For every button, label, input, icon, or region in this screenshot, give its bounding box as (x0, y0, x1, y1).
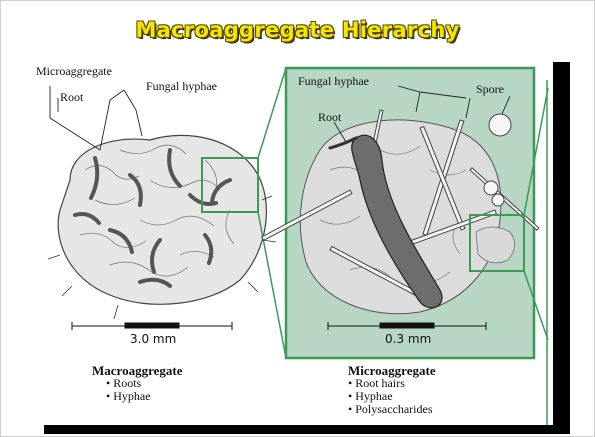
scale-label-left: 3.0 mm (130, 332, 176, 346)
caption-macroaggregate-item: Hyphae (106, 390, 182, 403)
label-root-left: Root (60, 90, 83, 105)
label-fungal-hyphae-left: Fungal hyphae (146, 79, 217, 94)
label-microaggregate: Microaggregate (36, 64, 112, 79)
label-fungal-hyphae-middle: Fungal hyphae (298, 74, 369, 89)
caption-microaggregate: Microaggregate Root hairs Hyphae Polysac… (348, 364, 436, 416)
caption-macroaggregate: Macroaggregate Roots Hyphae (92, 364, 182, 403)
label-spore: Spore (476, 82, 504, 97)
zoom-box-middle-detail (476, 227, 515, 263)
slide-title: Macroaggregate Hierarchy (0, 18, 595, 42)
label-root-middle: Root (318, 110, 341, 125)
scale-label-middle: 0.3 mm (385, 332, 431, 346)
caption-microaggregate-item: Polysaccharides (348, 403, 436, 416)
